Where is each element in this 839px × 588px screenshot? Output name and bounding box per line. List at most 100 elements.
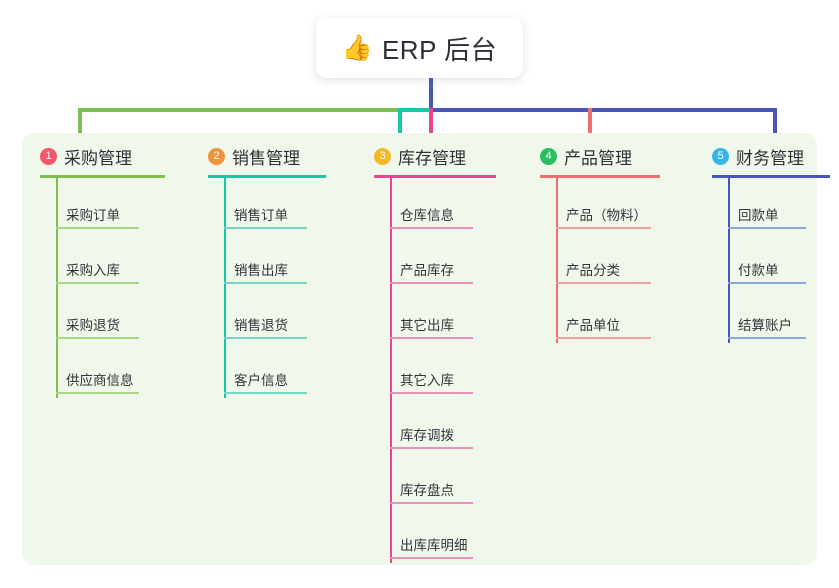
branch-item-rule [390, 392, 473, 394]
branch-column-2: 2 销售管理销售订单销售出库销售退货客户信息 [190, 143, 326, 398]
branch-item-rule [728, 282, 806, 284]
branch-item[interactable]: 采购退货 [40, 288, 150, 343]
drop-pink [429, 108, 433, 140]
branch-item[interactable]: 销售订单 [208, 178, 318, 233]
branch-item-rule [224, 337, 307, 339]
branch-item[interactable]: 产品单位 [540, 288, 651, 343]
branch-item[interactable]: 其它入库 [374, 343, 484, 398]
branch-spine [224, 176, 226, 398]
branch-item[interactable]: 库存盘点 [374, 453, 484, 508]
branch-item-label: 其它出库 [400, 318, 454, 333]
branch-header-3[interactable]: 3 库存管理 [356, 143, 466, 169]
branch-item-label: 产品单位 [566, 318, 620, 333]
branch-item-rule [224, 227, 307, 229]
branch-item[interactable]: 仓库信息 [374, 178, 484, 233]
drop-green [78, 108, 82, 140]
branch-item-label: 仓库信息 [400, 208, 454, 223]
branch-item-label: 库存盘点 [400, 483, 454, 498]
drop-teal [398, 108, 402, 140]
branch-item[interactable]: 销售退货 [208, 288, 318, 343]
bus-teal [400, 108, 430, 112]
branch-item-rule [390, 502, 473, 504]
branch-item-label: 客户信息 [234, 373, 288, 388]
branch-item[interactable]: 采购入库 [40, 233, 150, 288]
branch-item-rule [224, 282, 307, 284]
branch-column-4: 4 产品管理产品（物料） 产品分类产品单位 [522, 143, 660, 343]
branch-item[interactable]: 结算账户 [712, 288, 822, 343]
branch-item-rule [556, 337, 651, 339]
branch-item-list: 采购订单采购入库采购退货供应商信息 [40, 178, 150, 398]
branch-item[interactable]: 供应商信息 [40, 343, 150, 398]
branch-item-label: 产品分类 [566, 263, 620, 278]
branch-item-rule [56, 282, 139, 284]
branch-item[interactable]: 出库库明细 [374, 508, 484, 563]
branch-item[interactable]: 回款单 [712, 178, 822, 233]
branch-item-label: 销售出库 [234, 263, 288, 278]
branches-panel [22, 133, 817, 565]
branch-item-rule [56, 227, 139, 229]
branch-title: 库存管理 [398, 148, 466, 168]
branch-column-3: 3 库存管理仓库信息产品库存其它出库其它入库库存调拨库存盘点出库库明细 [356, 143, 496, 563]
branch-header-rule [712, 175, 830, 178]
branch-item[interactable]: 销售出库 [208, 233, 318, 288]
branch-item-label: 付款单 [738, 263, 779, 278]
branch-header-rule [40, 175, 165, 178]
branch-item-rule [556, 227, 651, 229]
branch-item-label: 产品（物料） [566, 208, 647, 223]
branch-item[interactable]: 产品分类 [540, 233, 651, 288]
branch-column-1: 1 采购管理采购订单采购入库采购退货供应商信息 [22, 143, 165, 398]
branch-title: 销售管理 [232, 148, 300, 168]
branch-title: 产品管理 [564, 148, 632, 168]
branch-header-1[interactable]: 1 采购管理 [22, 143, 132, 169]
root-stem-connector [429, 78, 433, 112]
branch-header-rule [540, 175, 660, 178]
branch-header-2[interactable]: 2 销售管理 [190, 143, 300, 169]
branch-item-rule [390, 227, 473, 229]
branch-header-4[interactable]: 4 产品管理 [522, 143, 632, 169]
branch-item-label: 库存调拨 [400, 428, 454, 443]
branch-item-list: 销售订单销售出库销售退货客户信息 [208, 178, 318, 398]
branch-item-rule [56, 337, 139, 339]
branch-item-list: 产品（物料） 产品分类产品单位 [540, 178, 651, 343]
branch-title: 财务管理 [736, 148, 804, 168]
branch-item[interactable]: 其它出库 [374, 288, 484, 343]
branch-number-badge: 4 [540, 147, 557, 165]
branch-spine [56, 176, 58, 398]
branch-item-label: 销售退货 [234, 318, 288, 333]
branch-item[interactable]: 产品（物料） [540, 178, 651, 233]
branch-item-rule [224, 392, 307, 394]
branch-item-label: 回款单 [738, 208, 779, 223]
branch-spine [390, 176, 392, 563]
bus-blue [430, 108, 777, 112]
branch-item[interactable]: 库存调拨 [374, 398, 484, 453]
branch-title: 采购管理 [64, 148, 132, 168]
branch-spine [556, 176, 558, 343]
branch-number-badge: 1 [40, 147, 57, 165]
branch-item-label: 采购退货 [66, 318, 120, 333]
branch-item-label: 结算账户 [738, 318, 792, 333]
branch-header-rule [208, 175, 326, 178]
branch-item-label: 其它入库 [400, 373, 454, 388]
branch-item-rule [390, 282, 473, 284]
branch-item-label: 销售订单 [234, 208, 288, 223]
branch-item-label: 供应商信息 [66, 373, 134, 388]
drop-blue [773, 108, 777, 140]
branch-item[interactable]: 付款单 [712, 233, 822, 288]
branch-item-label: 出库库明细 [400, 538, 468, 553]
root-node[interactable]: 👍 ERP 后台 [316, 18, 523, 78]
branch-item[interactable]: 产品库存 [374, 233, 484, 288]
branch-number-badge: 2 [208, 147, 225, 165]
branch-item-rule [390, 557, 473, 559]
branch-item-label: 采购入库 [66, 263, 120, 278]
branch-item-rule [390, 447, 473, 449]
branch-item[interactable]: 客户信息 [208, 343, 318, 398]
branch-item[interactable]: 采购订单 [40, 178, 150, 233]
branch-number-badge: 3 [374, 147, 391, 165]
branch-item-list: 回款单付款单结算账户 [712, 178, 822, 343]
branch-item-label: 产品库存 [400, 263, 454, 278]
branch-item-rule [728, 337, 806, 339]
root-title: ERP 后台 [381, 34, 498, 65]
